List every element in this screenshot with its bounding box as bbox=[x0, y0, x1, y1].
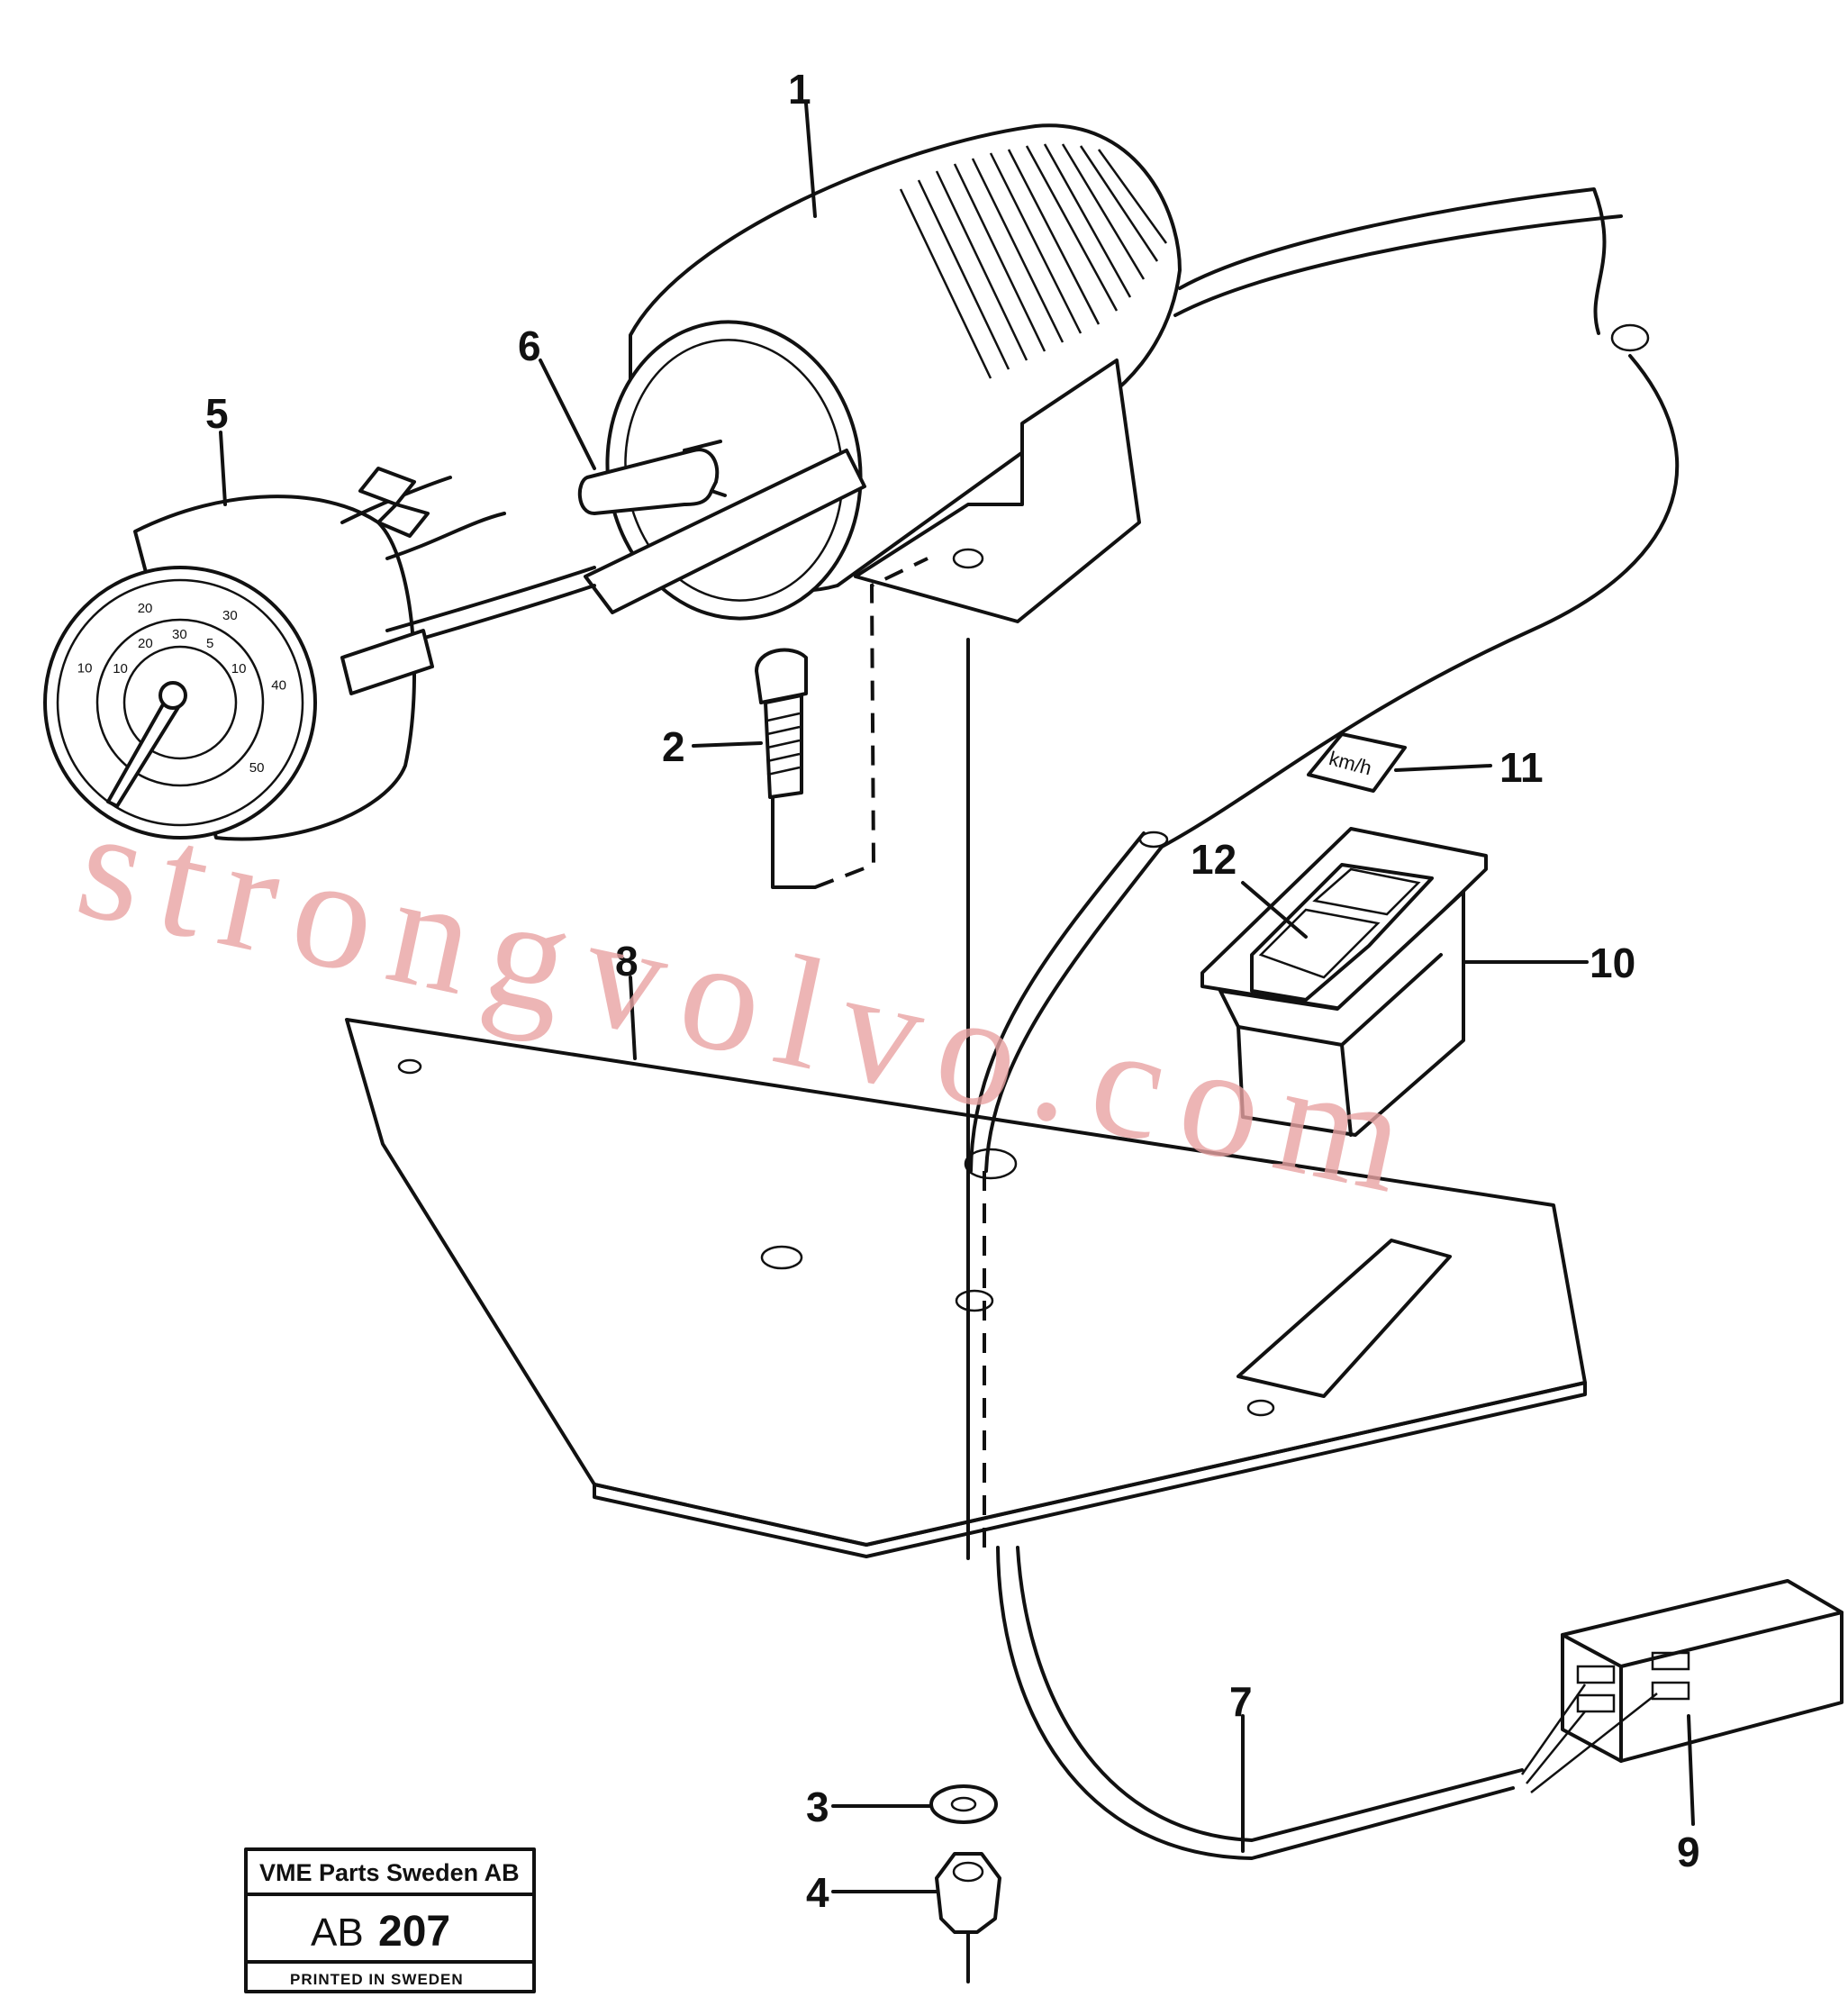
leader-line-11 bbox=[1394, 764, 1492, 772]
callout-4: 4 bbox=[806, 1869, 829, 1916]
callout-3: 3 bbox=[806, 1784, 829, 1830]
speedometer-scale-number: 30 bbox=[222, 608, 238, 623]
callout-2: 2 bbox=[662, 723, 685, 770]
leader-line-5 bbox=[219, 431, 227, 506]
rocker-switch-body bbox=[1218, 890, 1465, 1137]
rocker-switch-button bbox=[1250, 863, 1434, 1002]
bulb-holder bbox=[584, 449, 866, 614]
cable-lower bbox=[996, 1546, 1515, 1860]
plate-hole bbox=[964, 1148, 1018, 1180]
plate-hole bbox=[955, 1289, 994, 1312]
switch-cutout bbox=[1237, 1239, 1452, 1398]
callout-5: 5 bbox=[205, 390, 229, 437]
stamp-company: VME Parts Sweden AB bbox=[259, 1859, 520, 1886]
leader-line-1 bbox=[804, 102, 817, 218]
bulb bbox=[577, 448, 720, 515]
speedometer-scale-number: 10 bbox=[231, 661, 247, 676]
plate-hole bbox=[760, 1245, 803, 1270]
speedometer-scale-number: 20 bbox=[138, 636, 153, 651]
callout-11: 11 bbox=[1499, 744, 1544, 791]
leader-line-6 bbox=[539, 359, 596, 470]
sensor-cable bbox=[1178, 187, 1607, 335]
connector-body bbox=[1561, 1579, 1843, 1763]
speedometer-scale-number: 5 bbox=[206, 636, 213, 651]
km-h-label-plate bbox=[1307, 732, 1407, 793]
nut bbox=[935, 1852, 1001, 1934]
callout-9: 9 bbox=[1677, 1829, 1700, 1875]
sensor-bracket bbox=[854, 359, 1141, 623]
stamp-code-number: 207 bbox=[378, 1908, 450, 1956]
leader-line-2 bbox=[692, 741, 763, 748]
speedometer-scale: 10 20 30 40 50 10 20 30 5 10 bbox=[77, 601, 286, 776]
sensor-housing-ribs bbox=[899, 143, 1168, 379]
leader-line-12 bbox=[1241, 881, 1308, 939]
leader-line-9 bbox=[1687, 1714, 1695, 1826]
speedometer-scale-number: 10 bbox=[77, 661, 93, 676]
speedometer-scale-number: 10 bbox=[113, 661, 128, 676]
callout-7: 7 bbox=[1229, 1678, 1253, 1725]
speedometer-scale-number: 30 bbox=[172, 627, 187, 642]
plate-hole bbox=[397, 1058, 422, 1075]
washer bbox=[929, 1784, 998, 1824]
callout-10: 10 bbox=[1590, 939, 1635, 986]
speedometer-scale-number: 20 bbox=[138, 601, 153, 616]
speedometer-scale-number: 50 bbox=[249, 760, 265, 776]
stamp-printed: PRINTED IN SWEDEN bbox=[290, 1971, 464, 1988]
callout-8: 8 bbox=[615, 938, 639, 985]
callout-6: 6 bbox=[518, 322, 541, 369]
speedometer-scale-number: 40 bbox=[271, 678, 286, 694]
leader-line-8 bbox=[629, 976, 637, 1060]
stamp-code-prefix: AB bbox=[311, 1911, 364, 1955]
screw bbox=[755, 648, 817, 889]
cable-upper bbox=[984, 845, 1164, 1173]
callout-12: 12 bbox=[1191, 836, 1237, 883]
callout-1: 1 bbox=[788, 66, 811, 113]
parts-stamp: VME Parts Sweden AB AB 207 PRINTED IN SW… bbox=[244, 1847, 536, 1993]
plate-hole bbox=[1246, 1399, 1275, 1417]
assembly-line bbox=[814, 557, 929, 889]
